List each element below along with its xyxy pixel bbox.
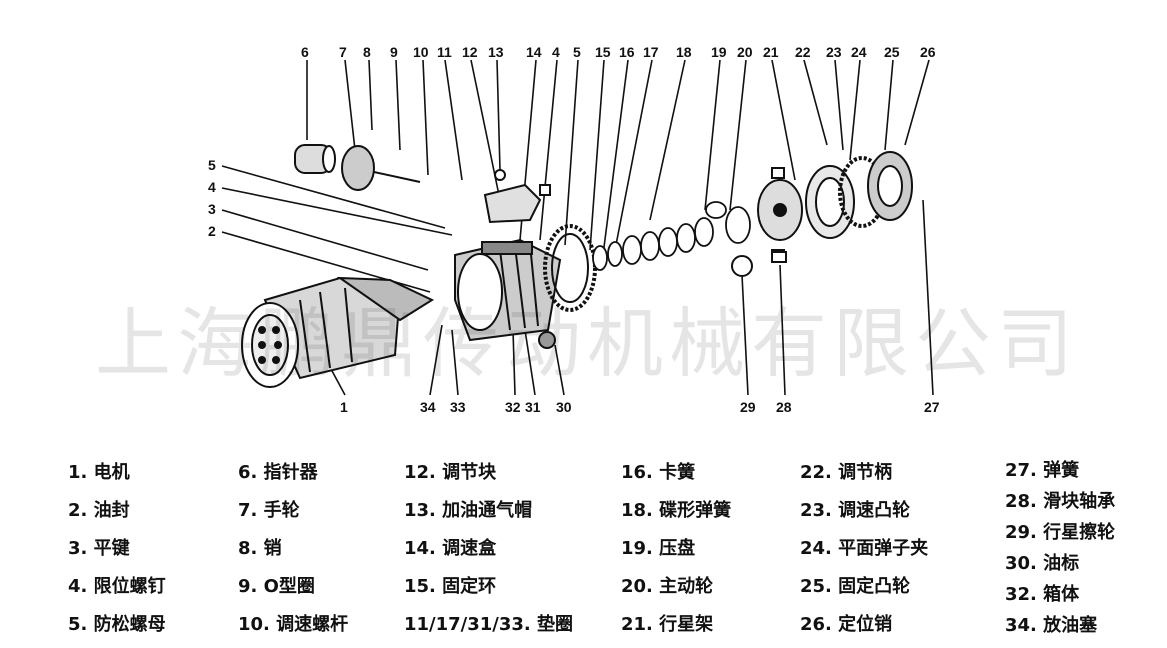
gearbox-housing-part — [454, 238, 562, 342]
callout-4-top: 4 — [552, 44, 560, 60]
callout-21: 21 — [763, 44, 779, 60]
legend-item: 5. 防松螺母 — [68, 614, 166, 635]
legend-column-4: 16. 卡簧 18. 碟形弹簧 19. 压盘 20. 主动轮 21. 行星架 — [621, 448, 731, 648]
legend-item: 18. 碟形弹簧 — [621, 500, 732, 521]
callout-6: 6 — [301, 44, 309, 60]
callout-3: 3 — [208, 201, 216, 217]
slider-bearing-part — [771, 251, 787, 263]
callout-11: 11 — [437, 44, 452, 60]
legend-item: 20. 主动轮 — [621, 576, 714, 597]
callout-20: 20 — [737, 44, 753, 60]
legend-item: 32. 箱体 — [1005, 584, 1080, 605]
callout-32: 32 — [505, 399, 521, 415]
handwheel-part — [341, 145, 421, 191]
callout-31: 31 — [525, 399, 541, 415]
callout-23: 23 — [826, 44, 842, 60]
callout-18: 18 — [676, 44, 692, 60]
parts-legend: 1. 电机 2. 油封 3. 平键 4. 限位螺钉 5. 防松螺母 6. 指针器… — [0, 448, 1167, 637]
callout-24: 24 — [851, 44, 867, 60]
callout-25: 25 — [884, 44, 900, 60]
callout-5-top: 5 — [573, 44, 581, 60]
adjusting-block-part — [483, 169, 551, 224]
legend-column-3: 12. 调节块 13. 加油通气帽 14. 调速盒 15. 固定环 11/17/… — [404, 448, 573, 648]
legend-column-1: 1. 电机 2. 油封 3. 平键 4. 限位螺钉 5. 防松螺母 — [68, 448, 166, 648]
callout-2: 2 — [208, 223, 216, 239]
oil-plug-part — [538, 331, 556, 349]
legend-item: 2. 油封 — [68, 500, 130, 521]
callout-16: 16 — [619, 44, 635, 60]
planet-disc-part — [731, 255, 753, 277]
callout-28: 28 — [776, 399, 792, 415]
legend-item: 11/17/31/33. 垫圈 — [404, 614, 574, 635]
callout-13: 13 — [488, 44, 504, 60]
callout-27: 27 — [924, 399, 940, 415]
callout-19: 19 — [711, 44, 727, 60]
legend-item: 15. 固定环 — [404, 576, 497, 597]
legend-item: 23. 调速凸轮 — [800, 500, 911, 521]
callout-labels: 6 7 8 9 10 11 12 13 14 4 5 15 16 17 18 1… — [208, 44, 940, 415]
legend-item: 3. 平键 — [68, 538, 130, 559]
legend-item: 28. 滑块轴承 — [1005, 491, 1116, 512]
callout-8: 8 — [363, 44, 371, 60]
legend-item: 19. 压盘 — [621, 538, 696, 559]
callout-4-left: 4 — [208, 179, 216, 195]
legend-item: 24. 平面弹子夹 — [800, 538, 929, 559]
legend-column-6: 27. 弹簧 28. 滑块轴承 29. 行星擦轮 30. 油标 32. 箱体 3… — [1005, 448, 1115, 642]
callout-14: 14 — [526, 44, 542, 60]
legend-item: 1. 电机 — [68, 462, 130, 483]
company-watermark: 上海鹏鼎传动机械有限公司 — [95, 299, 1079, 388]
callout-22: 22 — [795, 44, 811, 60]
legend-item: 29. 行星擦轮 — [1005, 522, 1116, 543]
legend-item: 12. 调节块 — [404, 462, 497, 483]
legend-item: 25. 固定凸轮 — [800, 576, 911, 597]
callout-12: 12 — [462, 44, 478, 60]
callout-7: 7 — [339, 44, 347, 60]
fixed-cam-part — [867, 151, 913, 221]
callout-10: 10 — [413, 44, 429, 60]
callout-26: 26 — [920, 44, 936, 60]
legend-item: 34. 放油塞 — [1005, 615, 1098, 636]
legend-item: 13. 加油通气帽 — [404, 500, 533, 521]
legend-item: 14. 调速盒 — [404, 538, 497, 559]
legend-column-2: 6. 指针器 7. 手轮 8. 销 9. O型圈 10. 调速螺杆 — [238, 448, 348, 648]
spring-disc-stack — [592, 201, 751, 271]
legend-item: 8. 销 — [238, 538, 282, 559]
legend-item: 22. 调节柄 — [800, 462, 893, 483]
callout-5-left: 5 — [208, 157, 216, 173]
legend-item: 4. 限位螺钉 — [68, 576, 166, 597]
legend-item: 30. 油标 — [1005, 553, 1080, 574]
callout-9: 9 — [390, 44, 398, 60]
legend-item: 9. O型圈 — [238, 576, 315, 597]
legend-item: 6. 指针器 — [238, 462, 318, 483]
exploded-view-diagram: 6 7 8 9 10 11 12 13 14 4 5 15 16 17 18 1… — [208, 44, 940, 415]
pointer-part — [294, 144, 336, 174]
callout-29: 29 — [740, 399, 756, 415]
legend-item: 10. 调速螺杆 — [238, 614, 349, 635]
planet-carrier-part — [757, 167, 803, 261]
callout-34: 34 — [420, 399, 436, 415]
callout-15: 15 — [595, 44, 611, 60]
legend-item: 27. 弹簧 — [1005, 460, 1080, 481]
callout-1: 1 — [340, 399, 348, 415]
legend-item: 16. 卡簧 — [621, 462, 696, 483]
legend-item: 21. 行星架 — [621, 614, 714, 635]
legend-column-5: 22. 调节柄 23. 调速凸轮 24. 平面弹子夹 25. 固定凸轮 26. … — [800, 448, 928, 648]
legend-item: 26. 定位销 — [800, 614, 893, 635]
legend-item: 7. 手轮 — [238, 500, 300, 521]
motor-part — [241, 276, 435, 388]
callout-33: 33 — [450, 399, 466, 415]
callout-17: 17 — [643, 44, 659, 60]
callout-30: 30 — [556, 399, 572, 415]
cam-ring-part — [805, 165, 855, 239]
